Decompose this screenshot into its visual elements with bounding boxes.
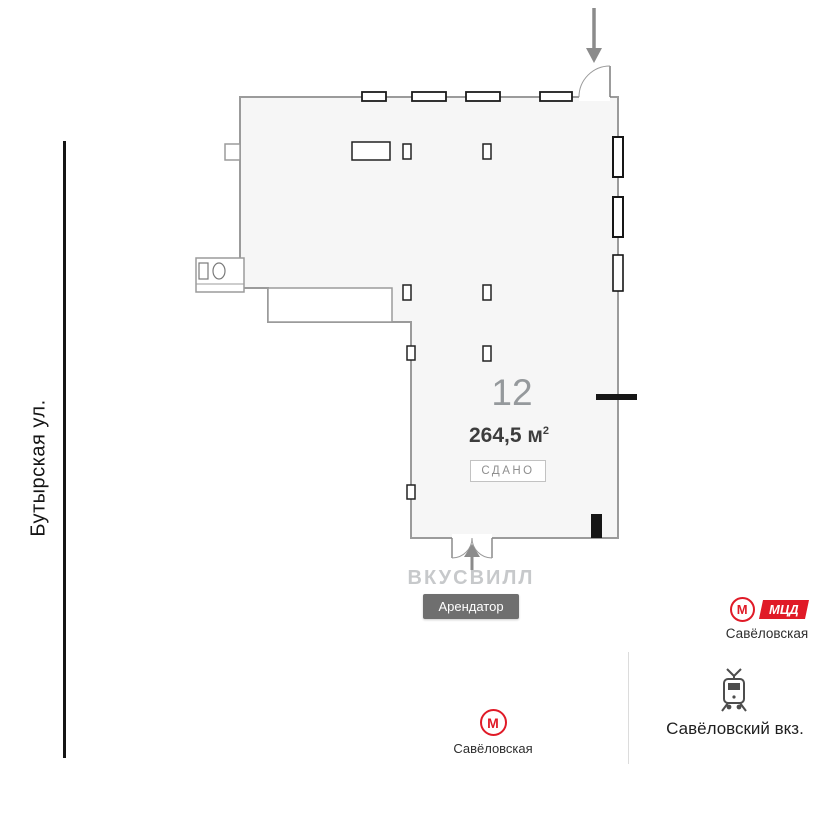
metro-center: М xyxy=(479,709,507,736)
rail-station-icon xyxy=(716,666,752,719)
divider xyxy=(628,652,629,764)
column xyxy=(224,143,241,161)
unit-area-value: 264,5 м xyxy=(468,424,543,447)
tenant-badge-wrap: Арендатор xyxy=(396,594,546,619)
rail-station-label: Савёловский вкз. xyxy=(666,719,804,738)
unit-area: 264,5 м2 xyxy=(434,424,584,448)
entrance-arrow-top-icon xyxy=(586,8,602,63)
unit-number: 12 xyxy=(491,372,533,413)
interior-wall xyxy=(267,287,393,323)
mcd-badge-icon: МЦД xyxy=(758,600,809,619)
interior-wall-right xyxy=(596,394,637,400)
entrance-door-bottom xyxy=(451,534,493,559)
tenant-name: ВКУСВИЛЛ xyxy=(407,567,535,589)
status-badge: СДАНО xyxy=(470,460,546,482)
metro-station-right-label: Савёловская xyxy=(725,626,809,641)
street-line xyxy=(63,141,66,758)
metro-icon: М xyxy=(729,597,755,622)
status-wrap: СДАНО xyxy=(433,460,583,482)
tenant-badge: Арендатор xyxy=(423,594,519,619)
wc-room xyxy=(195,257,245,293)
entrance-door-top xyxy=(578,65,611,101)
metro-icon: М xyxy=(479,709,507,736)
windows-top xyxy=(361,91,573,102)
metro-station-center-label: Савёловская xyxy=(453,741,533,756)
street-label: Бутырская ул. xyxy=(27,399,50,537)
mcd-badge-label: МЦД xyxy=(768,602,799,617)
columns xyxy=(351,141,492,500)
unit-area-superscript: 2 xyxy=(542,425,550,437)
shaft xyxy=(591,514,602,538)
entrance-arrow-bottom-icon xyxy=(464,544,480,570)
unit-floor-area[interactable] xyxy=(239,96,619,539)
metro-mcd-row: М МЦД xyxy=(712,597,824,622)
windows-right xyxy=(612,136,624,292)
